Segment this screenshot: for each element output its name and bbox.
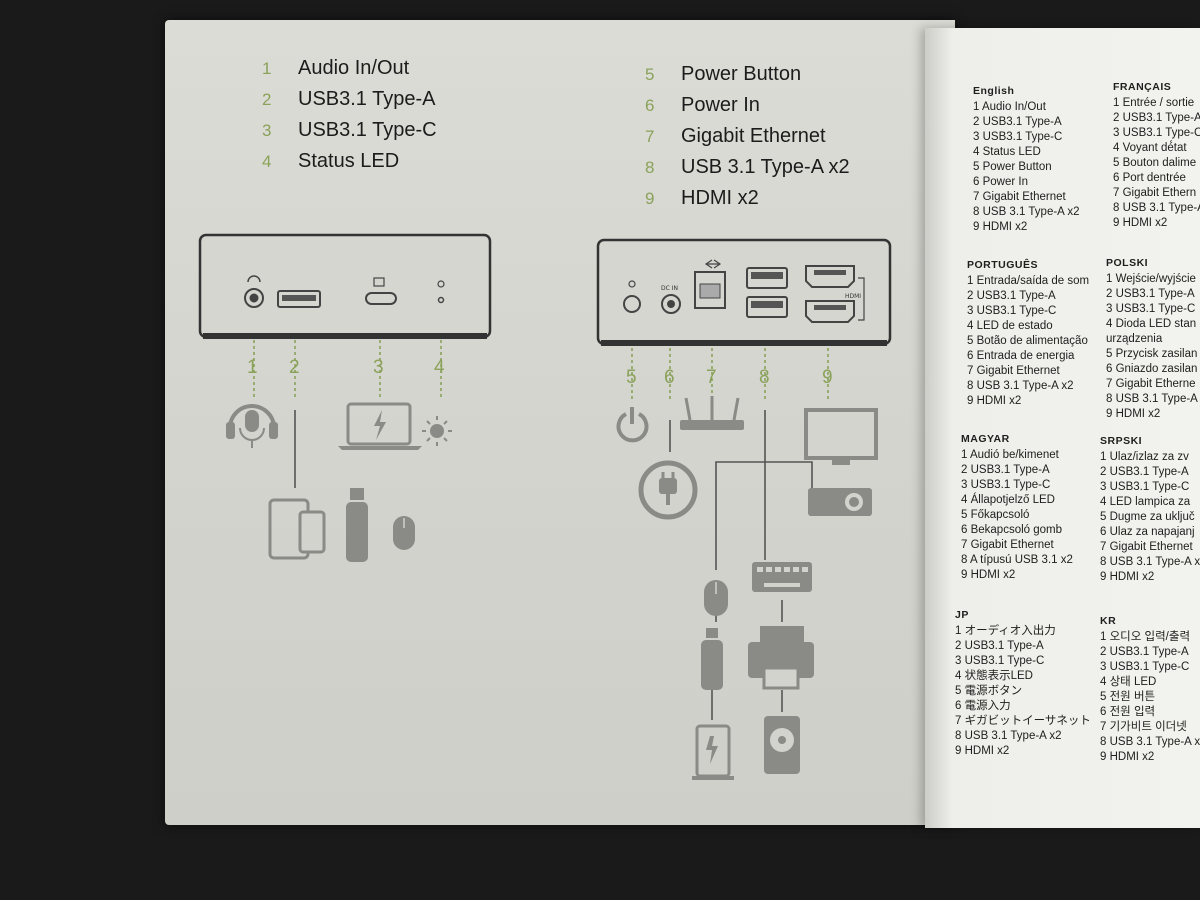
diagram-number-8: 8	[759, 367, 770, 388]
lang-francais: FRANÇAIS 1 Entrée / sortie 2 USB3.1 Type…	[1113, 80, 1200, 231]
diagram-number-9: 9	[822, 367, 833, 388]
diagram-number-3: 3	[373, 357, 384, 378]
external-ssd-icon	[692, 726, 734, 780]
diagram-number-5: 5	[626, 367, 637, 388]
mouse-icon-2	[704, 580, 728, 616]
hdmi-label: HDMI	[845, 293, 861, 300]
mouse-icon	[393, 516, 415, 550]
router-icon	[680, 396, 744, 430]
laptop-thunderbolt-icon	[338, 404, 422, 450]
lang-kr: KR 1 오디오 입력/출력 2 USB3.1 Type-A 3 USB3.1 …	[1100, 614, 1200, 765]
diagram-number-1: 1	[247, 357, 258, 378]
usb-flash-drive-icon	[346, 488, 368, 562]
dc-in-label: DC IN	[661, 285, 678, 292]
lang-polski: POLSKI 1 Wejście/wyjście 2 USB3.1 Type-A…	[1106, 256, 1198, 422]
monitor-icon	[806, 410, 876, 465]
status-light-icon	[422, 416, 452, 446]
printer-icon	[748, 626, 814, 688]
diagram-number-4: 4	[434, 357, 445, 378]
tablet-phone-icon	[270, 500, 324, 558]
power-plug-icon	[641, 463, 695, 517]
hard-drive-icon	[764, 716, 800, 774]
diagram-number-2: 2	[289, 357, 300, 378]
usb-flash-drive-icon-2	[701, 628, 723, 690]
lang-jp: JP 1 オーディオ入出力 2 USB3.1 Type-A 3 USB3.1 T…	[955, 608, 1091, 759]
power-button-icon	[619, 407, 647, 440]
headset-mic-icon	[226, 406, 278, 448]
lang-english: English 1 Audio In/Out 2 USB3.1 Type-A 3…	[973, 84, 1080, 235]
diagram-number-7: 7	[706, 367, 717, 388]
lang-magyar: MAGYAR 1 Audió be/kimenet 2 USB3.1 Type-…	[961, 432, 1073, 583]
lang-srpski: SRPSKI 1 Ulaz/izlaz za zv 2 USB3.1 Type-…	[1100, 434, 1200, 585]
keyboard-icon	[752, 562, 812, 592]
projector-icon	[808, 488, 872, 516]
diagram-number-6: 6	[664, 367, 675, 388]
front-panel-device	[200, 235, 490, 339]
lang-portugues: PORTUGUÊS 1 Entrada/saída de som 2 USB3.…	[967, 258, 1089, 409]
